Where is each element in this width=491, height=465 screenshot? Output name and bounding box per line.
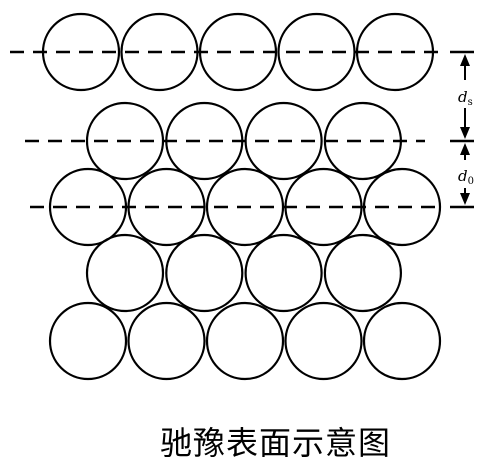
diagram-caption: 驰豫表面示意图 <box>159 424 391 462</box>
ds-label: ds <box>458 88 473 108</box>
fifth-row-atom <box>48 301 128 381</box>
spacing-dimensions: ds d0 <box>450 50 474 209</box>
ds-arrow-up <box>460 54 470 66</box>
fifth-row-atom <box>127 301 206 381</box>
fourth-row-atom <box>85 233 165 313</box>
fourth-row-atom <box>165 233 244 313</box>
fourth-row-atom <box>244 233 323 313</box>
fourth-row-atom <box>323 233 402 313</box>
fifth-row-atom <box>284 301 363 381</box>
fifth-row-atom <box>362 301 442 381</box>
second-row-atom <box>165 101 244 181</box>
ds-arrow-down <box>460 127 470 139</box>
d0-label: d0 <box>458 167 474 187</box>
d0-arrow-down <box>460 193 470 205</box>
d0-arrow-up <box>460 143 470 155</box>
layer-center-lines <box>10 50 440 209</box>
atom-layers <box>41 12 442 381</box>
fifth-row-atom <box>205 301 285 381</box>
relaxed-surface-row-atom <box>277 12 356 92</box>
